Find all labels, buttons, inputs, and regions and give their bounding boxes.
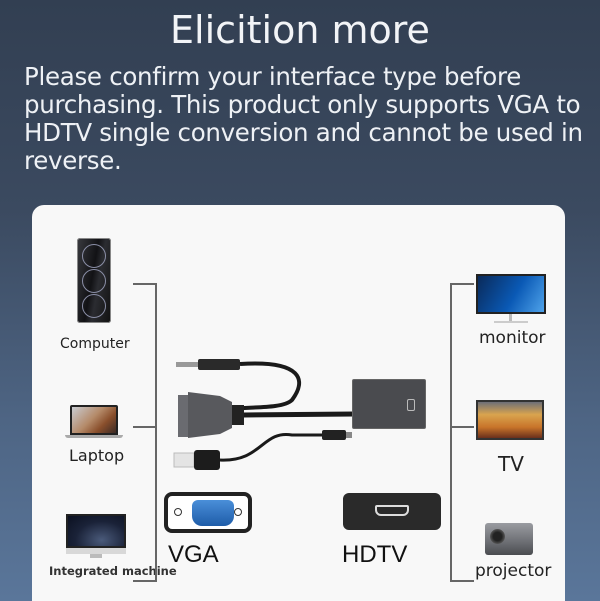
left-bracket-mid-tick xyxy=(133,426,157,428)
vga-to-hdmi-adapter-cable-icon xyxy=(173,359,355,470)
target-label-tv: TV xyxy=(498,452,524,476)
target-label-monitor: monitor xyxy=(479,328,546,348)
adapter-box-icon xyxy=(352,379,426,429)
right-bracket-bottom-tick xyxy=(450,580,474,582)
left-bracket-line xyxy=(155,283,157,582)
right-bracket-line xyxy=(450,283,452,582)
left-bracket-bottom-tick xyxy=(133,580,157,582)
port-label-hdtv: HDTV xyxy=(342,541,408,568)
left-bracket-top-tick xyxy=(133,283,157,285)
all-in-one-pc-chin xyxy=(66,548,126,554)
monitor-base xyxy=(494,321,528,323)
led-indicator-icon xyxy=(407,399,415,411)
all-in-one-pc-stand xyxy=(90,554,102,558)
monitor-icon xyxy=(476,274,546,314)
vga-port-icon xyxy=(164,492,252,533)
source-label-laptop: Laptop xyxy=(69,446,125,465)
projector-icon xyxy=(485,523,533,555)
laptop-icon xyxy=(70,405,118,435)
source-label-integrated-machine: Integrated machine xyxy=(49,564,177,578)
right-bracket-mid-tick xyxy=(450,426,474,428)
source-label-computer: Computer xyxy=(60,336,130,352)
page-title: Elicition more xyxy=(170,8,430,52)
all-in-one-pc-icon xyxy=(66,514,126,548)
port-label-vga: VGA xyxy=(168,541,219,568)
target-label-projector: projector xyxy=(475,561,552,581)
monitor-stand xyxy=(509,314,512,321)
laptop-base xyxy=(65,435,123,438)
tv-icon xyxy=(476,400,544,440)
computer-tower-icon xyxy=(77,238,111,323)
hdmi-port-icon xyxy=(343,493,441,530)
right-bracket-top-tick xyxy=(450,283,474,285)
connection-diagram-card: Computer Laptop Integrated machine xyxy=(32,205,565,601)
product-notice: Please confirm your interface type befor… xyxy=(24,62,583,175)
